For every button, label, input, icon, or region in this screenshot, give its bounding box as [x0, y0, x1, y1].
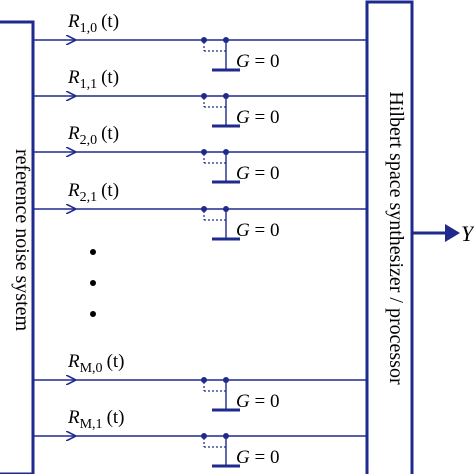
- reference-noise-system-block: [0, 20, 35, 474]
- ellipsis-dot: [90, 280, 96, 286]
- junction-dot: [201, 377, 207, 383]
- signal-label: R2,0(t): [67, 123, 119, 148]
- signal-label: RM,0(t): [67, 351, 125, 376]
- ellipsis-dot: [90, 311, 96, 317]
- signal-label: R2,1(t): [67, 180, 119, 205]
- junction-dot: [201, 206, 207, 212]
- ground-label: G = 0: [236, 220, 279, 241]
- signal-label: R1,1(t): [67, 67, 119, 92]
- signal-label: R1,0(t): [67, 11, 119, 36]
- channel-row: G = 0 R2,1(t): [33, 180, 367, 241]
- ground-label: G = 0: [236, 163, 279, 184]
- ellipsis-dot: [90, 249, 96, 255]
- output-label: Y: [461, 221, 474, 246]
- junction-dot: [201, 93, 207, 99]
- channel-row: G = 0 R1,0(t): [33, 11, 367, 72]
- ground-label: G = 0: [236, 447, 279, 468]
- ground-label: G = 0: [236, 107, 279, 128]
- junction-dot: [201, 433, 207, 439]
- ground-label: G = 0: [236, 391, 279, 412]
- junction-dot: [201, 149, 207, 155]
- channel-row: G = 0 RM,1(t): [33, 407, 367, 468]
- channel-row: G = 0 R1,1(t): [33, 67, 367, 128]
- output-arrowhead: [445, 224, 460, 242]
- junction-dot: [201, 37, 207, 43]
- channel-row: G = 0 RM,0(t): [33, 351, 367, 412]
- channel-rows: G = 0R1,0(t)G = 0R1,1(t)G = 0R2,0(t)G = …: [33, 11, 367, 468]
- ground-label: G = 0: [236, 51, 279, 72]
- channel-row: G = 0 R2,0(t): [33, 123, 367, 184]
- hilbert-space-synthesizer-block: [365, 0, 414, 474]
- reference-noise-system-label: reference noise system: [11, 149, 33, 332]
- signal-label: RM,1(t): [67, 407, 125, 432]
- hilbert-space-synthesizer-label: Hilbert space synthesizer / processor: [385, 91, 407, 385]
